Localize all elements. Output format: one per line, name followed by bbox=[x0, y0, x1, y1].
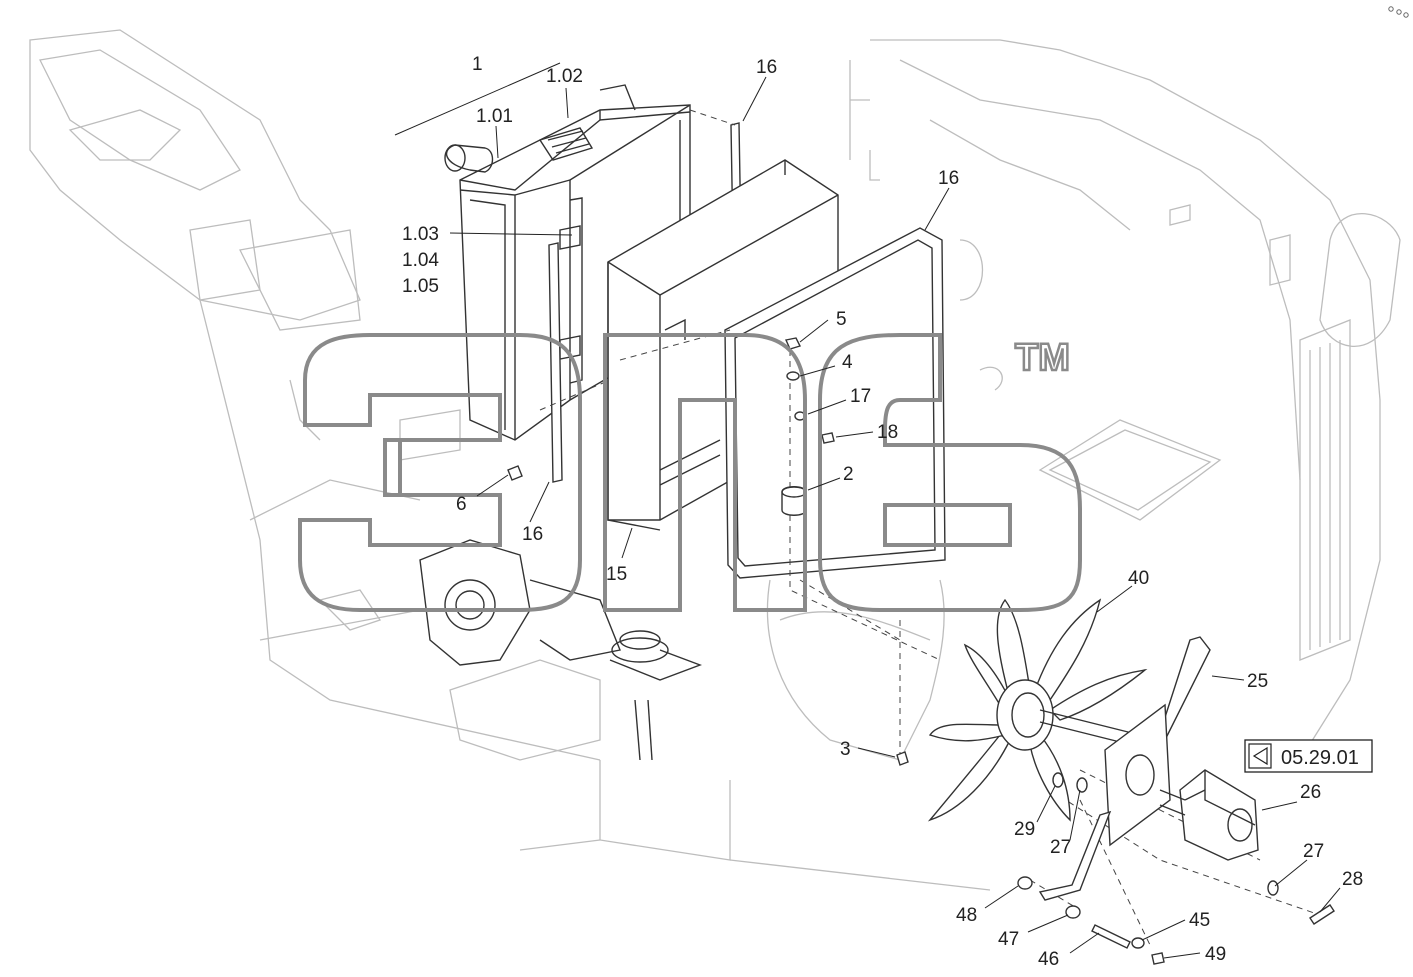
callout-18: 18 bbox=[877, 422, 898, 443]
callout-49: 49 bbox=[1205, 944, 1226, 965]
callout-27-right: 27 bbox=[1303, 841, 1324, 862]
callout-16-frame: 16 bbox=[938, 168, 959, 189]
hydraulic-motor bbox=[1159, 769, 1259, 861]
callout-1-01: 1.01 bbox=[476, 106, 513, 127]
callout-25: 25 bbox=[1247, 671, 1268, 692]
reference-code: 05.29.01 bbox=[1281, 747, 1359, 769]
assembly-guide-lines bbox=[539, 109, 1321, 946]
callout-labels: 1 1.01 1.02 1.03 1.04 1.05 16 16 16 5 4 … bbox=[402, 54, 1363, 970]
corner-marks bbox=[1388, 6, 1409, 18]
fan-bracket bbox=[1038, 636, 1211, 901]
callout-40: 40 bbox=[1128, 568, 1149, 589]
callout-4: 4 bbox=[842, 352, 853, 373]
callout-1-04: 1.04 bbox=[402, 250, 439, 271]
reference-box[interactable]: 05.29.01 bbox=[1244, 739, 1373, 773]
callout-29: 29 bbox=[1014, 819, 1035, 840]
background-chassis bbox=[29, 29, 1401, 891]
gasket-frame bbox=[724, 227, 946, 579]
callout-2: 2 bbox=[843, 464, 854, 485]
callout-28: 28 bbox=[1342, 869, 1363, 890]
callout-27-left: 27 bbox=[1050, 837, 1071, 858]
callout-48: 48 bbox=[956, 905, 977, 926]
callout-46: 46 bbox=[1038, 949, 1059, 970]
callout-26: 26 bbox=[1300, 782, 1321, 803]
arrow-left-icon bbox=[1252, 746, 1268, 766]
callout-3: 3 bbox=[840, 739, 851, 760]
callout-16-strip: 16 bbox=[522, 524, 543, 545]
callout-15: 15 bbox=[606, 564, 627, 585]
callout-6: 6 bbox=[456, 494, 467, 515]
callout-45: 45 bbox=[1189, 910, 1210, 931]
leader-lines bbox=[394, 62, 1341, 959]
callout-1-05: 1.05 bbox=[402, 276, 439, 297]
callout-1-03: 1.03 bbox=[402, 224, 439, 245]
callout-17: 17 bbox=[850, 386, 871, 407]
callout-1-02: 1.02 bbox=[546, 66, 583, 87]
callout-1: 1 bbox=[472, 54, 483, 75]
callout-47: 47 bbox=[998, 929, 1019, 950]
cooling-fan bbox=[927, 598, 1148, 822]
callout-16-top: 16 bbox=[756, 57, 777, 78]
fasteners-lower bbox=[1017, 772, 1335, 965]
fasteners-center bbox=[507, 337, 909, 766]
engine-block bbox=[419, 539, 702, 761]
callout-5: 5 bbox=[836, 309, 847, 330]
trademark-mark: TM bbox=[1015, 337, 1070, 379]
